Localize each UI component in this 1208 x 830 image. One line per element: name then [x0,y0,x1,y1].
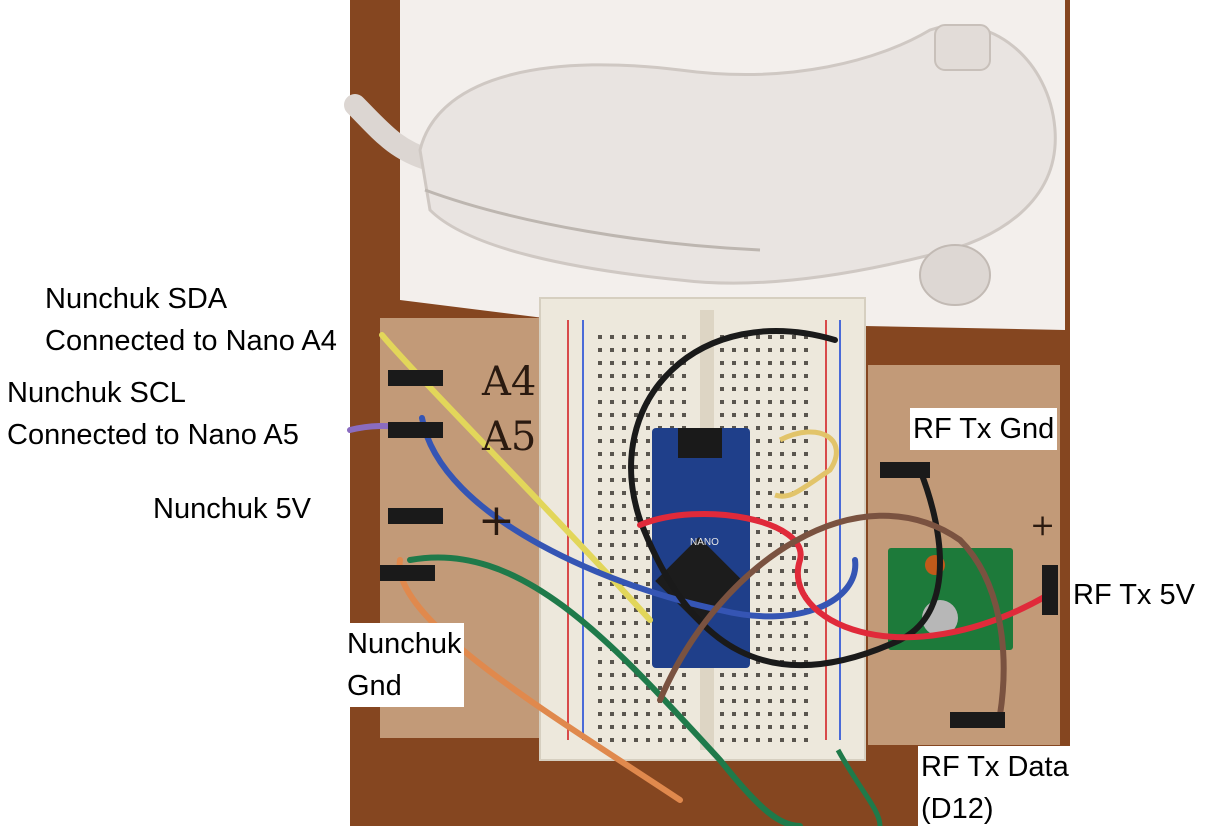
nunchuk-button-c [934,24,991,71]
marking-plus-left: + [478,495,515,546]
wire-green-bottom [835,748,883,826]
label-nunchuk-scl: Nunchuk SCL Connected to Nano A5 [4,372,302,456]
label-rf-data-line1: RF Tx Data [921,751,1069,783]
label-rf-tx-gnd: RF Tx Gnd [910,408,1058,450]
marking-plus-right: + [1030,508,1055,543]
wire-orange [396,557,683,803]
label-scl-line1: Nunchuk SCL [7,377,186,409]
header-gnd [380,565,435,581]
nunchuk-controller [418,24,1057,285]
label-rf-tx-data: RF Tx Data (D12) [918,746,1072,830]
header-rf-data [950,712,1005,728]
label-scl-line2: Connected to Nano A5 [7,419,299,451]
wire-yellow-short [774,429,839,499]
header-rf-gnd [880,462,930,478]
nunchuk-joystick [919,244,991,306]
wire-green [407,554,803,826]
header-sda [388,370,443,386]
label-nunchuk-gnd: Nunchuk Gnd [344,623,465,707]
label-rf-data-line2: (D12) [921,793,994,825]
label-sda-line1: Nunchuk SDA [45,283,228,315]
label-rf-tx-5v: RF Tx 5V [1070,574,1203,616]
nano-usb-header [678,428,722,458]
label-nunchuk-5v: Nunchuk 5V [150,488,314,530]
header-5v [388,508,443,524]
wire-red [637,511,1051,641]
label-nunchuk-sda: Nunchuk SDA Connected to Nano A4 [42,278,340,362]
label-gnd-line1: Nunchuk [347,628,462,660]
wire-brown [657,512,1007,718]
marking-a5: A5 [481,414,536,460]
wire-blue-scl [419,415,859,620]
header-scl [388,422,443,438]
nano-silk-text: NANO [690,537,719,548]
label-sda-line2: Connected to Nano A4 [45,325,337,357]
label-gnd-line2: Gnd [347,670,402,702]
header-rf-5v [1042,565,1058,615]
marking-a4: A4 [481,359,536,405]
